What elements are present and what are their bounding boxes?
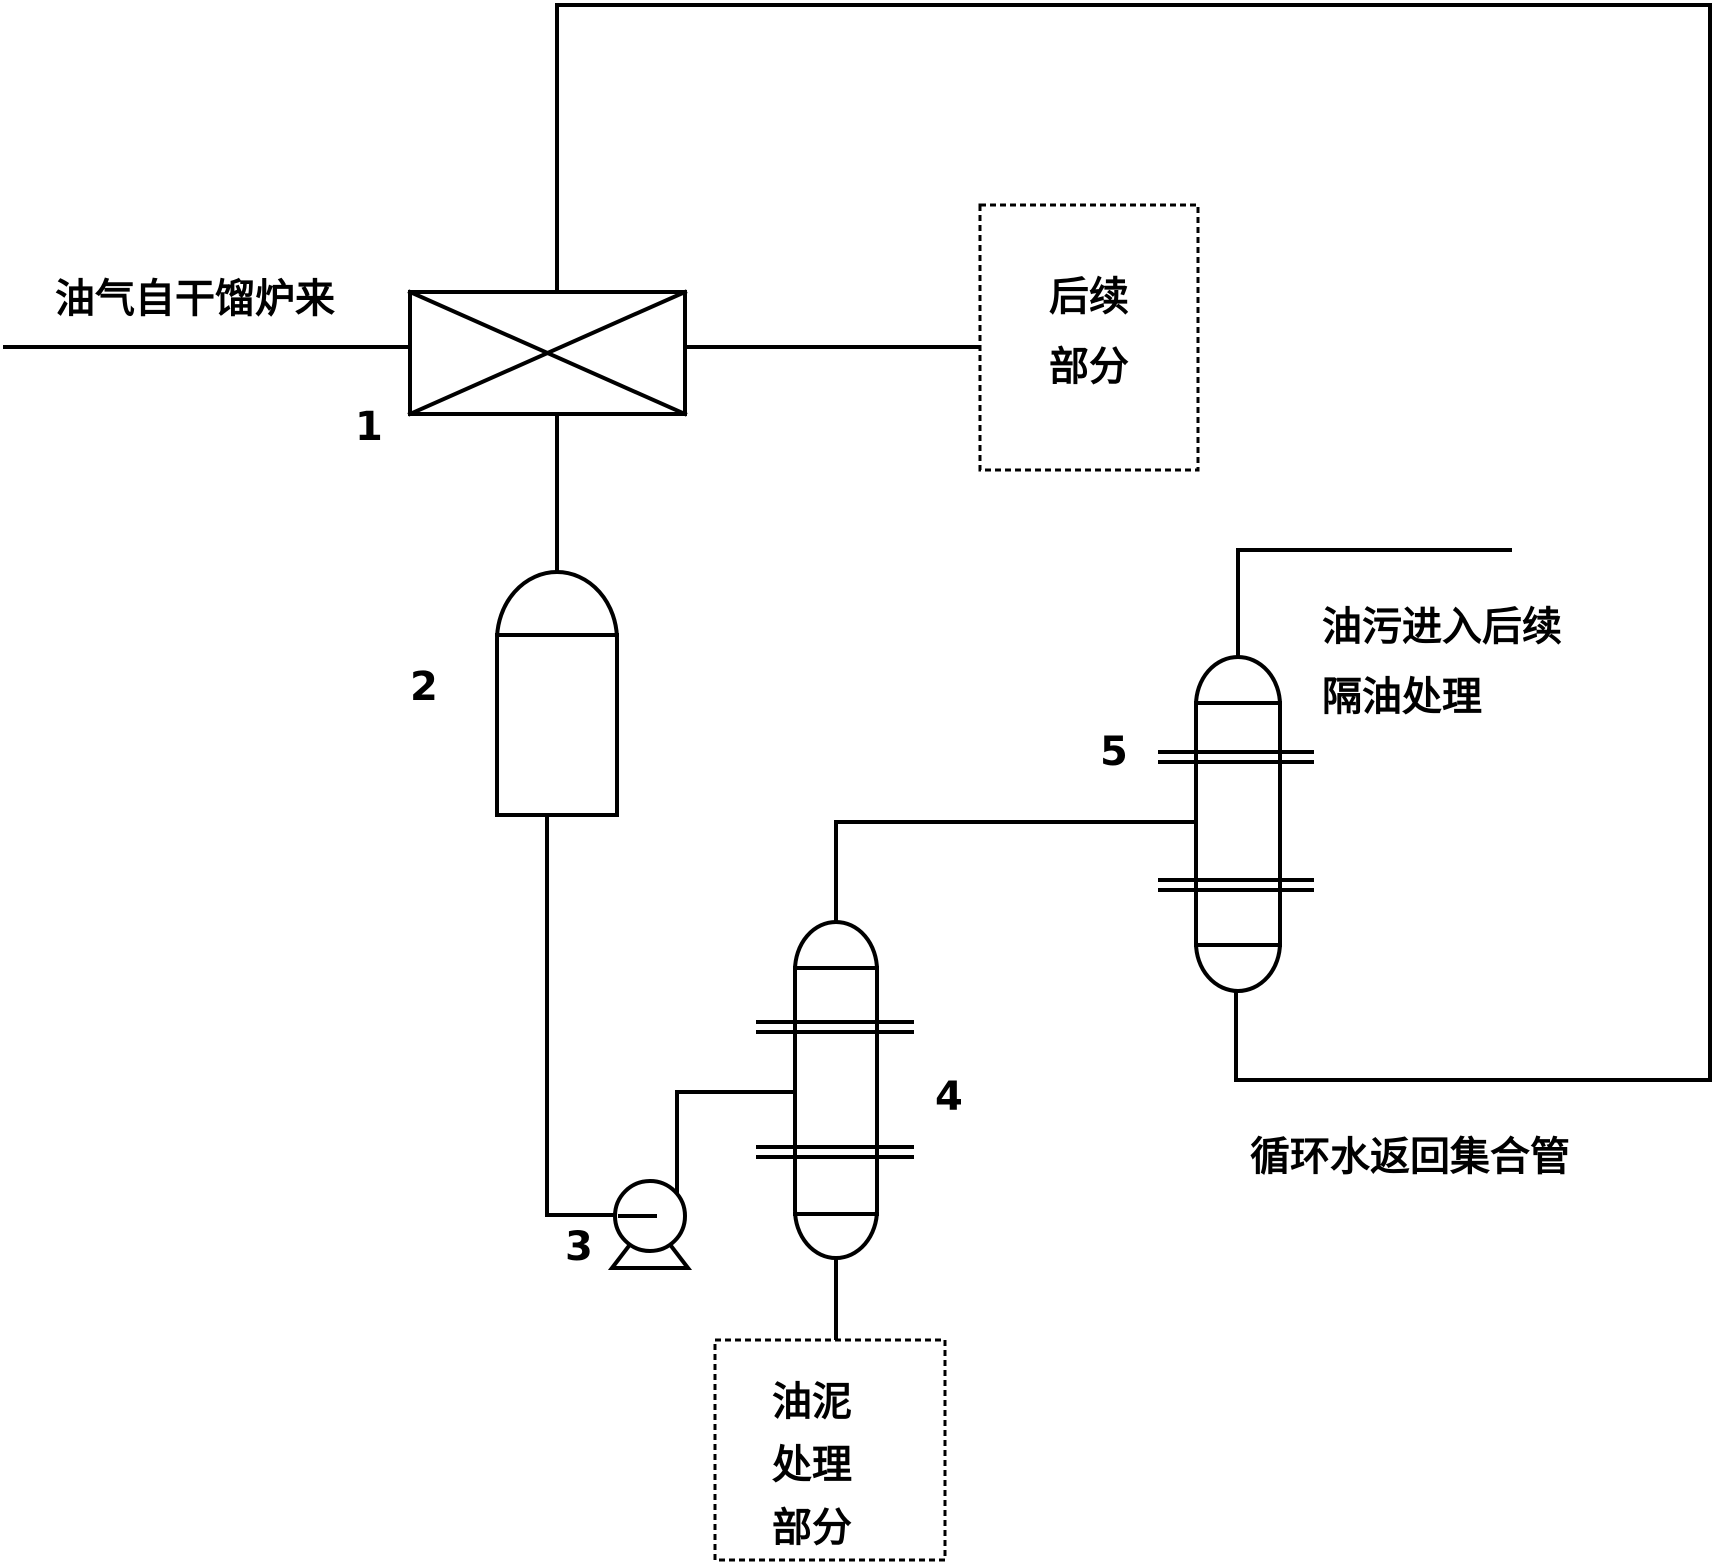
oily-water-label-line2: 隔油处理 — [1322, 674, 1482, 720]
oily-water-label-line1: 油污进入后续 — [1322, 604, 1562, 650]
downstream-label-line1: 后续 — [1049, 274, 1129, 320]
pipes — [3, 3, 1712, 1342]
equipment-number-1: 1 — [355, 404, 383, 450]
return-loop-pipe — [555, 3, 1712, 1082]
equipment-number-5: 5 — [1100, 729, 1128, 775]
equipment-number-3: 3 — [565, 1224, 593, 1270]
downstream-box — [978, 203, 1200, 472]
vertical-drum-icon — [495, 570, 619, 817]
equipment-number-2: 2 — [410, 664, 438, 710]
sludge-label-line3: 部分 — [772, 1505, 852, 1551]
pump-to-vessel4-pipe — [675, 1090, 797, 1202]
vertical-vessel-icon — [756, 920, 914, 1260]
vertical-vessel-icon — [1158, 655, 1314, 993]
vessel5-oil-outlet-pipe — [1236, 548, 1512, 657]
crossed-box-exchanger-icon — [407, 289, 688, 417]
sludge-label-line1: 油泥 — [772, 1379, 852, 1425]
return-water-label: 循环水返回集合管 — [1250, 1134, 1570, 1180]
sludge-label-line2: 处理 — [772, 1442, 852, 1488]
equipment-number-4: 4 — [935, 1074, 963, 1120]
centrifugal-pump-icon — [607, 1179, 693, 1270]
drum-to-pump-pipe — [545, 813, 627, 1217]
inlet-label: 油气自干馏炉来 — [55, 276, 335, 322]
vessel4-to-vessel5-pipe — [834, 820, 1198, 922]
downstream-label-line2: 部分 — [1049, 344, 1129, 390]
sludge-treatment-box — [713, 1338, 947, 1562]
